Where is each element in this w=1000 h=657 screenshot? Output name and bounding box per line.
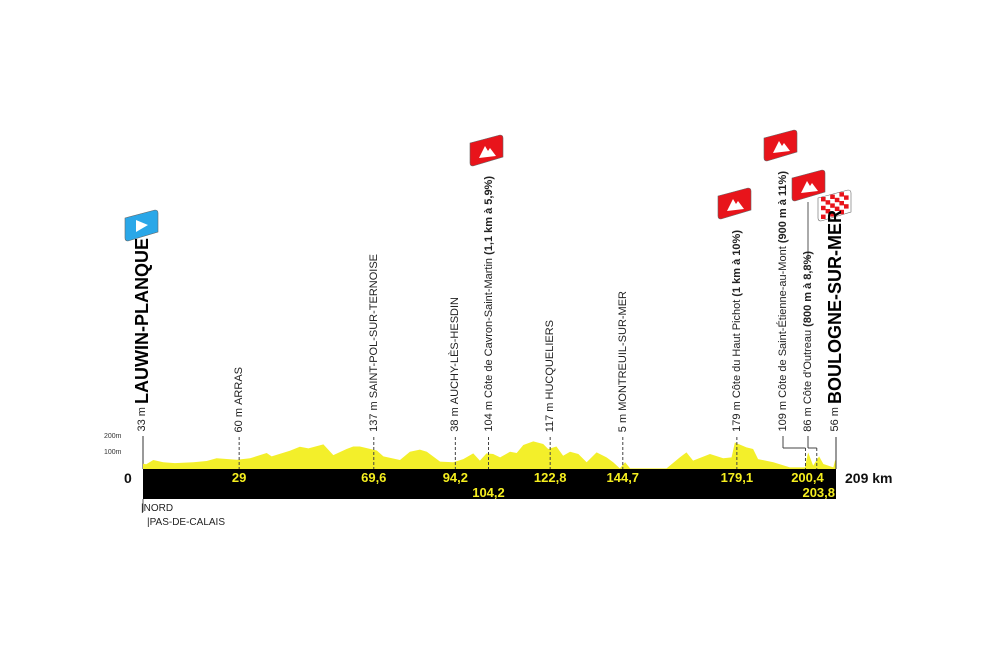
point-label-start: 33 m LAUWIN-PLANQUE <box>132 238 152 432</box>
region-nord: |NORD <box>141 503 174 514</box>
point-elevation: 179 m <box>730 401 743 432</box>
point-name: LAUWIN-PLANQUE <box>132 238 152 405</box>
point-label-town: 38 m AUCHY-LÈS-HESDIN <box>448 297 462 432</box>
km-marker-label: 94,2 <box>442 470 468 485</box>
point-label-finish: 56 m BOULOGNE-SUR-MER <box>825 210 845 432</box>
point-label-climb: 179 m Côte du Haut Pichot (1 km à 10%) <box>730 230 744 432</box>
point-elevation: 117 m <box>544 402 557 432</box>
distance-bar <box>143 469 836 499</box>
point-name: SAINT-POL-SUR-TERNOISE <box>367 254 380 399</box>
region-pas-de-calais-label: PAS-DE-CALAIS <box>149 517 225 528</box>
point-name: ARRAS <box>233 366 246 405</box>
point-elevation: 137 m <box>367 401 380 432</box>
point-name: BOULOGNE-SUR-MER <box>825 210 845 405</box>
climb-flag-icon <box>717 187 752 220</box>
point-elevation: 38 m <box>449 407 462 432</box>
point-name: MONTREUIL-SUR-MER <box>616 290 629 411</box>
km-marker-label: 144,7 <box>606 470 640 485</box>
point-elevation: 60 m <box>233 407 246 432</box>
climb-detail: (800 m à 8,8%) <box>802 251 814 328</box>
climb-detail: (900 m à 11%) <box>777 171 789 244</box>
point-elevation: 56 m <box>829 407 841 432</box>
region-nord-label: NORD <box>143 503 174 514</box>
region-pas-de-calais: |PAS-DE-CALAIS <box>147 517 225 528</box>
point-elevation: 86 m <box>802 407 814 432</box>
start-flag-icon <box>124 209 159 242</box>
point-label-town: 5 m MONTREUIL-SUR-MER <box>616 291 630 432</box>
km-marker-label: 203,8 <box>802 485 836 500</box>
point-label-climb: 104 m Côte de Cavron-Saint-Martin (1,1 k… <box>482 176 496 432</box>
climb-detail: (1 km à 10%) <box>730 230 743 297</box>
point-name: HUCQUELIERS <box>544 319 557 400</box>
km-marker-label: 29 <box>231 470 247 485</box>
point-elevation: 104 m <box>482 401 495 432</box>
km-marker-label: 200,4 <box>791 470 824 485</box>
point-name: Côte du Haut Pichot <box>730 299 743 399</box>
finish-flag-icon <box>817 189 852 222</box>
point-name: Côte de Cavron-Saint-Martin <box>482 258 495 399</box>
point-name: Côte d'Outreau <box>802 330 814 405</box>
climb-flag-icon <box>469 134 504 167</box>
km-marker-label: 122,8 <box>533 470 567 485</box>
point-elevation: 33 m <box>136 407 148 432</box>
elevation-profile-area <box>143 441 836 469</box>
start-km-label: 0 <box>124 470 132 486</box>
point-label-town: 117 m HUCQUELIERS <box>543 320 557 432</box>
point-label-climb: 109 m Côte de Saint-Étienne-au-Mont (900… <box>776 171 790 432</box>
point-label-town: 137 m SAINT-POL-SUR-TERNOISE <box>367 254 381 432</box>
climb-detail: (1,1 km à 5,9%) <box>482 176 495 256</box>
km-marker-label: 104,2 <box>472 485 505 500</box>
point-label-town: 60 m ARRAS <box>232 367 246 432</box>
climb-flag-icon <box>791 169 826 202</box>
point-elevation: 5 m <box>616 413 629 432</box>
point-name: AUCHY-LÈS-HESDIN <box>449 297 462 405</box>
km-marker-label: 179,1 <box>720 470 754 485</box>
point-elevation: 109 m <box>777 401 789 432</box>
y-tick-200: 200m <box>104 433 122 440</box>
climb-flag-icon <box>763 129 798 162</box>
km-marker-label: 69,6 <box>361 470 387 485</box>
y-tick-100: 100m <box>104 449 122 456</box>
total-distance-label: 209 km <box>845 470 893 486</box>
point-label-climb: 86 m Côte d'Outreau (800 m à 8,8%) <box>801 251 815 432</box>
point-name: Côte de Saint-Étienne-au-Mont <box>777 246 789 399</box>
